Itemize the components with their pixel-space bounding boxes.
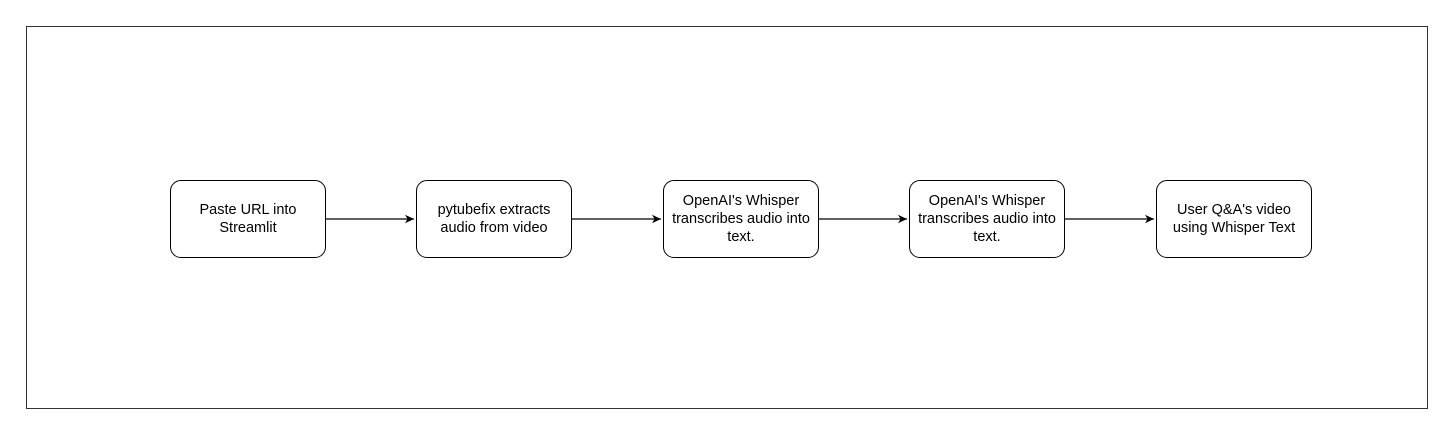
node-whisper-transcribe-1: OpenAI's Whisper transcribes audio into … [663,180,819,258]
node-paste-url-label: Paste URL into Streamlit [199,202,297,236]
node-whisper-transcribe-2: OpenAI's Whisper transcribes audio into … [909,180,1065,258]
node-paste-url: Paste URL into Streamlit [170,180,326,258]
node-extract-audio-label: pytubefix extracts audio from video [437,202,551,236]
node-whisper-transcribe-2-label: OpenAI's Whisper transcribes audio into … [918,193,1056,245]
node-user-qa-label: User Q&A's video using Whisper Text [1172,202,1296,236]
node-whisper-transcribe-1-label: OpenAI's Whisper transcribes audio into … [672,193,810,245]
node-user-qa: User Q&A's video using Whisper Text [1156,180,1312,258]
node-extract-audio: pytubefix extracts audio from video [416,180,572,258]
